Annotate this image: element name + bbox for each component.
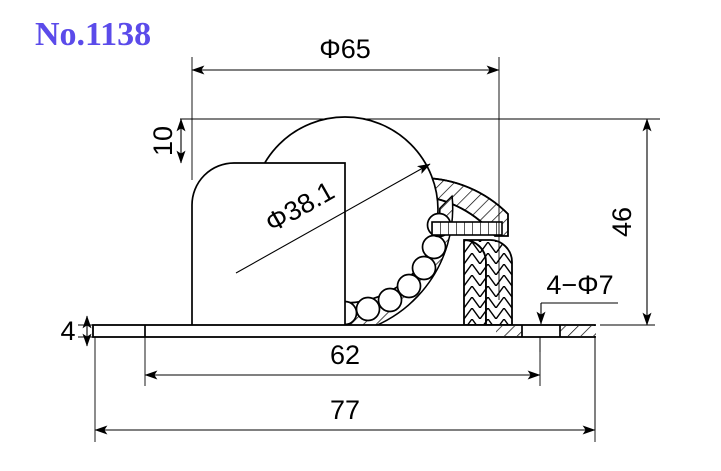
dimension-outer-diameter: Φ65: [191, 34, 500, 300]
dim-label-outer-diameter: Φ65: [319, 34, 371, 64]
housing-body-outline: [191, 162, 346, 325]
dim-label-plate-thickness: 4: [60, 316, 75, 346]
dim-label-plate-width: 77: [330, 395, 360, 425]
dimension-plate-thickness: 4: [60, 315, 95, 347]
retainer-band: [431, 221, 503, 236]
dimension-total-height: 46: [600, 118, 655, 326]
dim-line-38-1: [235, 163, 431, 274]
dim-label-ball-protrusion: 10: [148, 126, 178, 156]
housing-body-fill: [192, 163, 345, 325]
dimension-plate-width: 77: [94, 337, 596, 442]
plate-hatch-b: [560, 326, 596, 336]
dimension-bolt-circle: 62: [144, 337, 541, 386]
wall-hatch-left: [463, 239, 487, 326]
housing-right-wall: [463, 239, 513, 326]
plate-hatch-a: [496, 326, 522, 336]
part-geometry: [92, 116, 660, 430]
dim-label-hole-callout: 4−Φ7: [546, 270, 613, 300]
dim-label-bolt-circle: 62: [330, 340, 360, 370]
base-plate: [92, 324, 596, 338]
dim-label-total-height: 46: [607, 207, 637, 237]
callout-mounting-holes: 4−Φ7: [536, 270, 618, 325]
dimension-ball-protrusion: 10: [148, 118, 186, 164]
part-number-label: No.1138: [35, 16, 151, 53]
